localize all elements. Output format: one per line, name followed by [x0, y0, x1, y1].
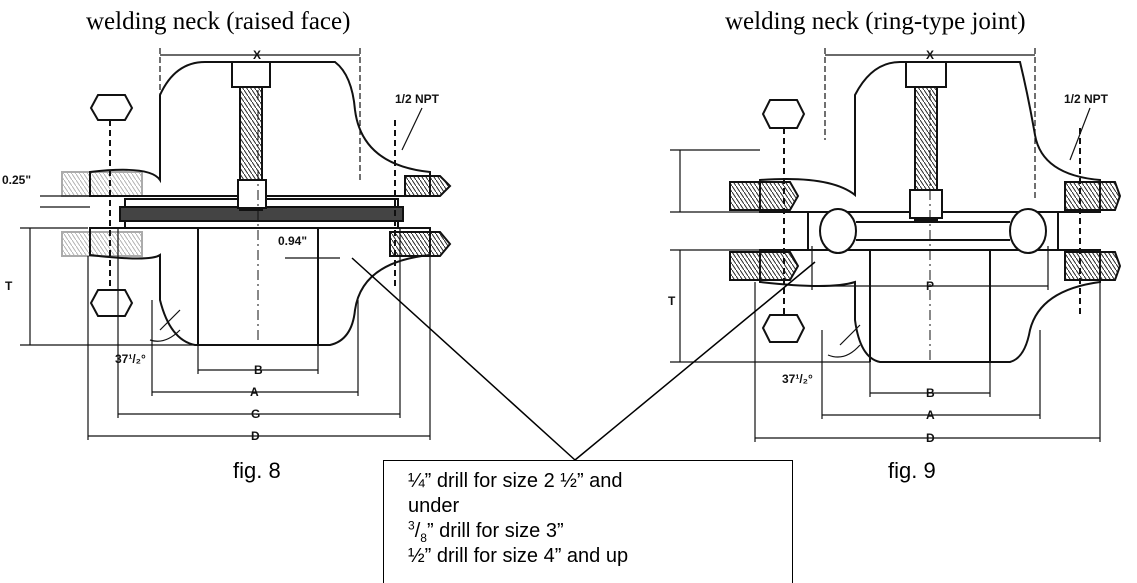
note-line-4: ½” drill for size 4” and up	[408, 545, 629, 567]
label-x-left: X	[253, 48, 261, 62]
label-gap-025: 0.25"	[2, 173, 31, 187]
note-line-2: under	[408, 495, 460, 517]
drill-size-note: ¼” drill for size 2 ½” and under 3/8” dr…	[383, 460, 793, 583]
label-x-right: X	[926, 48, 934, 62]
label-b-right: B	[926, 386, 935, 400]
note-leader-lines	[351, 257, 816, 461]
flange-ring-type-joint	[670, 48, 1122, 442]
label-t-left: T	[5, 279, 13, 293]
label-p-right: P	[926, 279, 934, 293]
label-gap-094: 0.94"	[278, 234, 307, 248]
note-fraction-denominator: 8	[420, 531, 427, 545]
flange-raised-face	[20, 48, 452, 440]
label-t-right: T	[668, 294, 676, 308]
note-line-3: 3/8” drill for size 3”	[408, 518, 564, 545]
label-angle-right: 37¹/₂°	[782, 372, 813, 386]
caption-fig-8: fig. 8	[233, 458, 281, 483]
label-a-left: A	[250, 385, 259, 399]
label-angle-left: 37¹/₂°	[115, 352, 146, 366]
label-d-left: D	[251, 429, 260, 443]
label-npt-left: 1/2 NPT	[395, 92, 440, 106]
caption-fig-9: fig. 9	[888, 458, 936, 483]
label-npt-right: 1/2 NPT	[1064, 92, 1109, 106]
label-g-left: G	[251, 407, 260, 421]
note-line-1: ¼” drill for size 2 ½” and	[408, 470, 623, 492]
label-d-right: D	[926, 431, 935, 445]
dimension-labels: 1/2 NPT 0.25" 0.94" 37¹/₂° X T B A G D 1…	[2, 48, 1109, 445]
label-a-right: A	[926, 408, 935, 422]
label-b-left: B	[254, 363, 263, 377]
title-ring-type-joint: welding neck (ring-type joint)	[725, 8, 1026, 35]
note-fraction-numerator: 3	[408, 518, 415, 533]
note-line-3-text: ” drill for size 3”	[426, 520, 564, 542]
title-raised-face: welding neck (raised face)	[86, 8, 351, 35]
